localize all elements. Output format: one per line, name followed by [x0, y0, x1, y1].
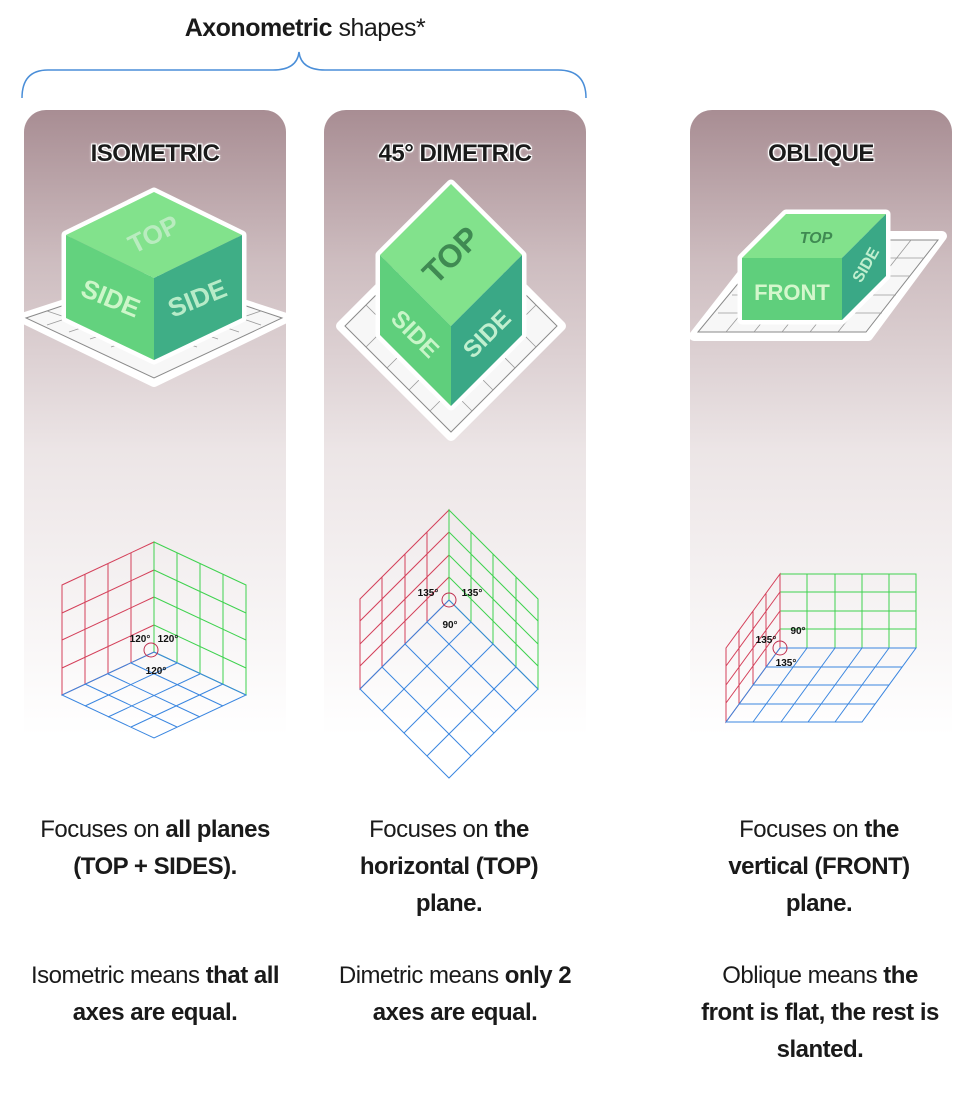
- angle-label: 135°: [418, 588, 439, 599]
- angle-label: 90°: [790, 626, 805, 637]
- caption-text: Oblique means: [722, 962, 884, 989]
- panel-title: 45° DIMETRIC: [378, 140, 532, 167]
- angle-label: 135°: [776, 658, 797, 669]
- angle-label: 135°: [462, 588, 483, 599]
- angle-label: 120°: [158, 634, 179, 645]
- oblique-illustration: TOP FRONT SIDE 135°: [690, 209, 947, 724]
- header-title-rest: shapes*: [332, 14, 426, 42]
- caption-bold: only 2 axes are equal.: [372, 962, 572, 1026]
- caption-dimetric-meaning: Dimetric means only 2 axes are equal.: [324, 957, 586, 1031]
- caption-bold: that all axes are equal.: [72, 962, 280, 1026]
- cube-label-front: FRONT: [754, 280, 830, 305]
- iso-cube: [61, 187, 247, 365]
- obl-corner-grid: [725, 572, 917, 724]
- caption-isometric-focus: Focuses on all planes (TOP + SIDES).: [24, 811, 286, 885]
- caption-bold: all planes (TOP + SIDES).: [73, 816, 270, 880]
- dim-corner-grid: [359, 508, 539, 779]
- caption-isometric-meaning: Isometric means that all axes are equal.: [24, 957, 286, 1031]
- angle-label: 135°: [756, 635, 777, 646]
- angle-label: 120°: [146, 666, 167, 677]
- panel-title: OBLIQUE: [768, 140, 874, 167]
- caption-bold: the front is flat, the rest is slanted.: [701, 962, 939, 1063]
- panel-isometric: ISOMETRIC TOP SIDE SIDE: [24, 110, 286, 790]
- axonometric-brace: [21, 51, 587, 99]
- dimetric-illustration: TOP SIDE SIDE 135° 135° 90°: [336, 179, 566, 779]
- cube-top-face: [742, 214, 886, 258]
- caption-text: Focuses on: [739, 816, 865, 843]
- cube-front-face: [742, 258, 842, 320]
- cube-left-face: [380, 255, 451, 406]
- caption-oblique-focus: Focuses on the vertical (FRONT) plane.: [706, 811, 932, 922]
- header-title-bold: Axonometric: [184, 14, 333, 42]
- cube-label-top: TOP: [800, 230, 833, 247]
- caption-dimetric-focus: Focuses on the horizontal (TOP) plane.: [336, 811, 562, 922]
- caption-bold: the vertical (FRONT) plane.: [728, 816, 910, 917]
- dim-cube: [375, 179, 527, 411]
- isometric-illustration: TOP SIDE SIDE 120° 120° 120°: [24, 187, 286, 739]
- axonometric-header: Axonometric shapes*: [0, 14, 610, 43]
- panel-dimetric: 45° DIMETRIC TOP SIDE SIDE: [324, 110, 586, 790]
- cube-left-face: [66, 235, 154, 360]
- obl-cube: [737, 209, 891, 325]
- panel-oblique: OBLIQUE TOP FRONT SIDE: [690, 110, 952, 790]
- cube-right-face: [842, 214, 886, 320]
- cube-right-face: [154, 235, 242, 360]
- caption-text: Focuses on: [369, 816, 495, 843]
- caption-text: Dimetric means: [338, 962, 505, 989]
- iso-corner-grid: [60, 541, 248, 739]
- angle-label: 90°: [442, 620, 457, 631]
- caption-text: Focuses on: [40, 816, 166, 843]
- caption-bold: the horizontal (TOP) plane.: [359, 816, 539, 917]
- cube-right-face: [451, 255, 522, 406]
- caption-oblique-meaning: Oblique means the front is flat, the res…: [700, 957, 940, 1068]
- angle-label: 120°: [130, 634, 151, 645]
- panel-title: ISOMETRIC: [90, 140, 220, 167]
- caption-text: Isometric means: [30, 962, 206, 989]
